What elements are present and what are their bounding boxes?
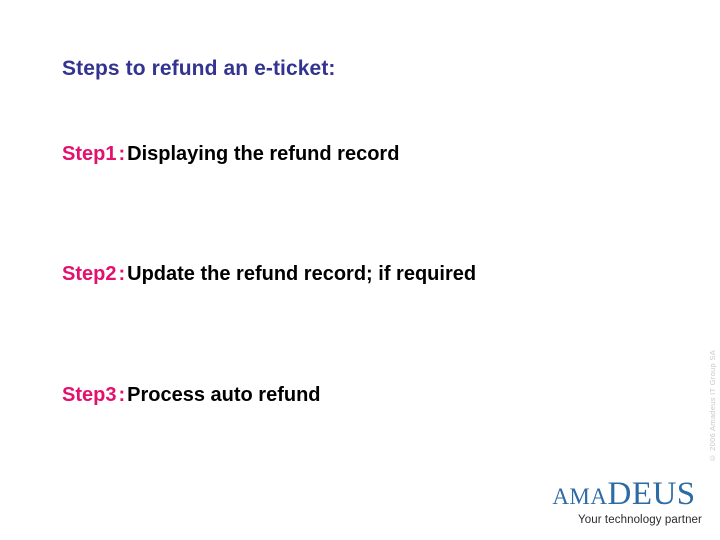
copyright-container: © 2006 Amadeus IT Group SA	[708, 350, 717, 470]
step-1-label: Step1	[62, 143, 117, 165]
step-3-label: Step3	[62, 384, 117, 406]
amadeus-logo: amaDEUS Your technology partner	[540, 478, 708, 527]
step-1-separator: :	[118, 143, 126, 165]
step-1-text: Displaying the refund record	[127, 143, 400, 165]
amadeus-wordmark-upper: DEUS	[607, 476, 696, 512]
step-line-2: Step2:Update the refund record; if requi…	[62, 263, 476, 285]
step-2-text: Update the refund record; if required	[127, 263, 477, 285]
step-3-text: Process auto refund	[127, 384, 321, 406]
step-3-separator: :	[118, 384, 126, 406]
copyright-text: © 2006 Amadeus IT Group SA	[708, 350, 717, 463]
step-line-1: Step1:Displaying the refund record	[62, 143, 399, 165]
amadeus-wordmark: amaDEUS	[540, 478, 708, 511]
amadeus-tagline: Your technology partner	[578, 514, 702, 526]
step-2-separator: :	[118, 263, 126, 285]
amadeus-wordmark-lower: ama	[552, 476, 608, 512]
page-title: Steps to refund an e-ticket:	[62, 57, 336, 80]
step-line-3: Step3:Process auto refund	[62, 384, 321, 406]
step-2-label: Step2	[62, 263, 117, 285]
